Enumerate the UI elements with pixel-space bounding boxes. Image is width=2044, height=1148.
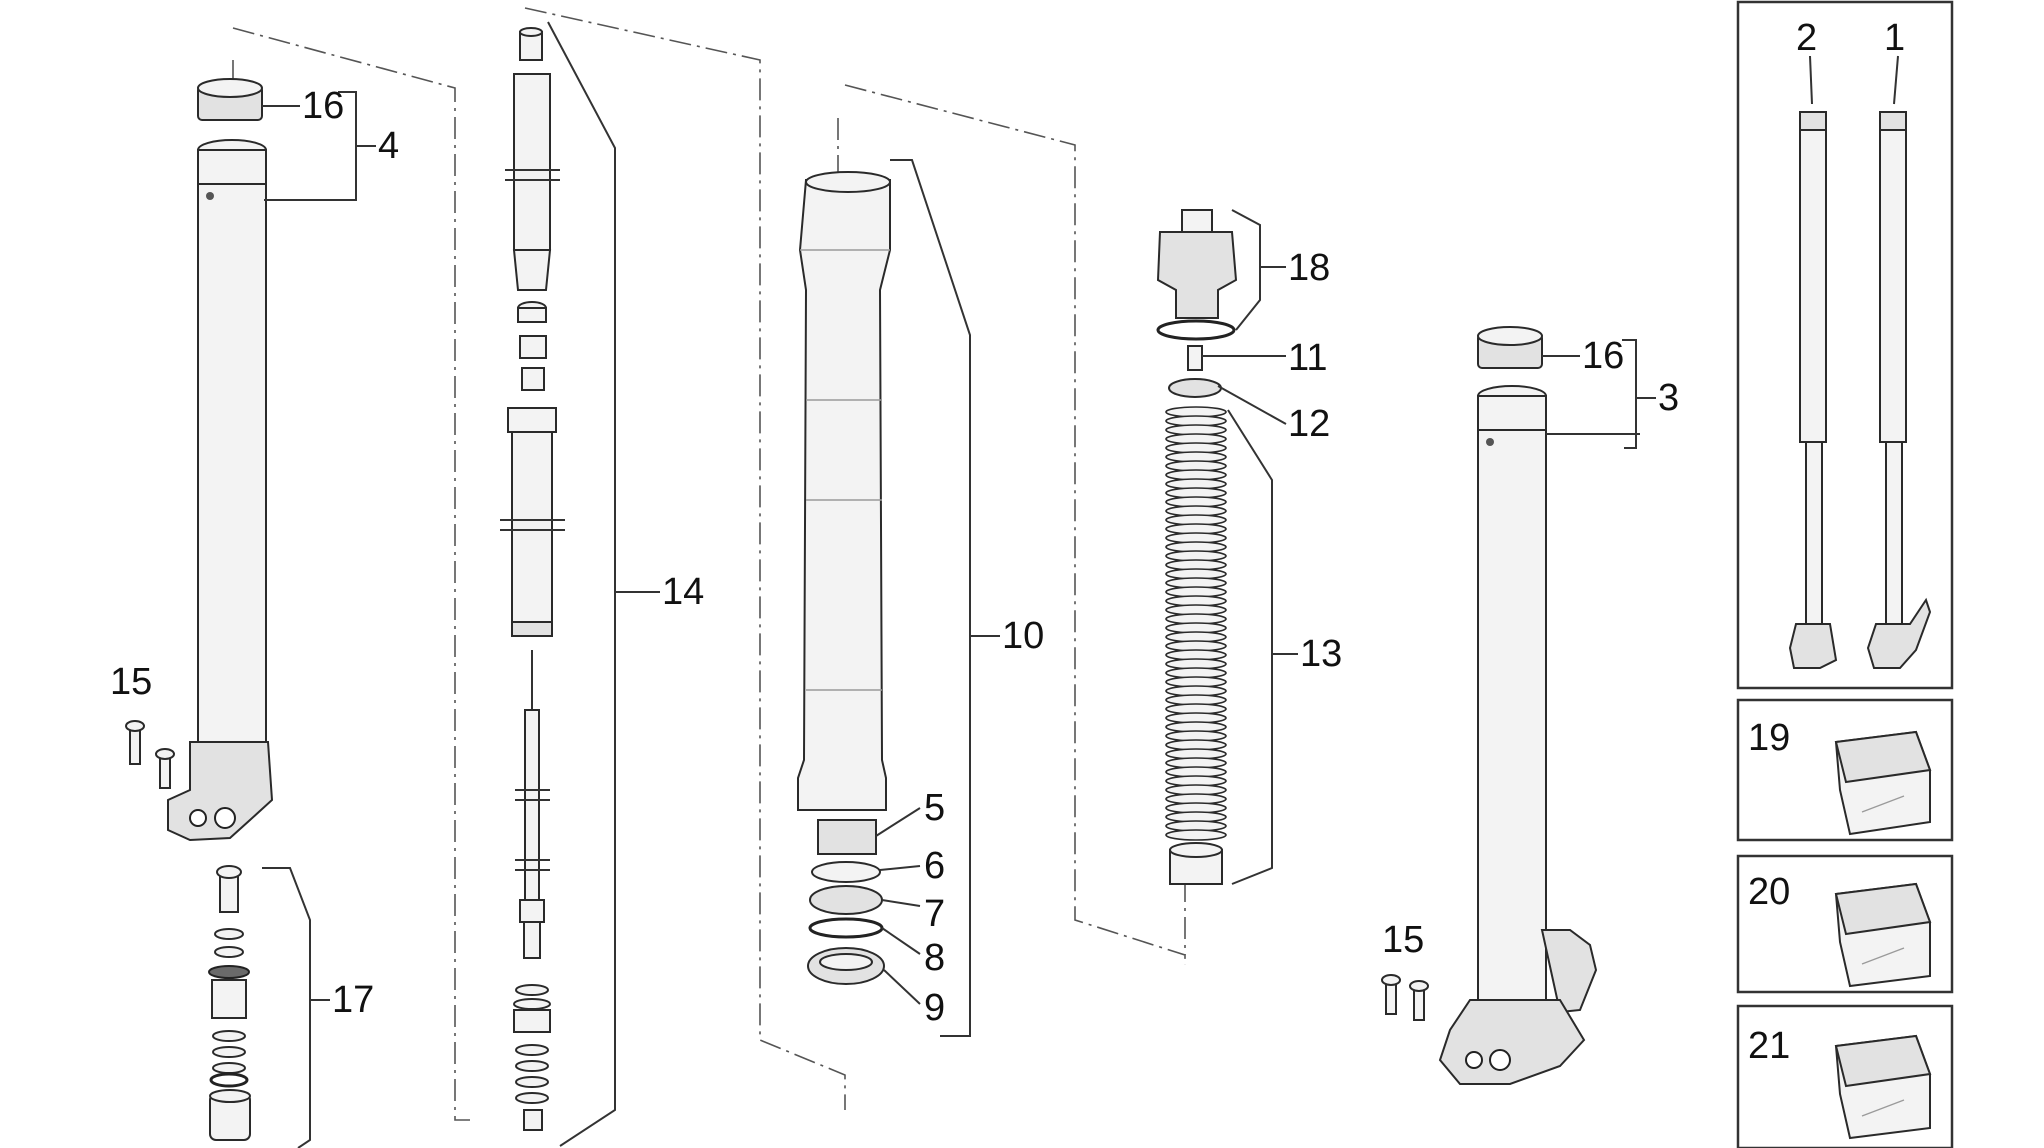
- washer-6: [811, 861, 881, 883]
- left-fork-tube-assembly: [125, 78, 274, 842]
- callout-7: 7: [924, 893, 945, 935]
- callout-13: 13: [1300, 633, 1342, 675]
- callout-16b: 16: [1582, 335, 1624, 377]
- seal-7: [809, 885, 883, 915]
- complete-forks-box: [1736, 0, 1954, 690]
- callout-17: 17: [332, 979, 374, 1021]
- bushing-5: [817, 819, 877, 855]
- valve-11: [1187, 345, 1203, 371]
- callout-11: 11: [1288, 337, 1327, 379]
- bag-icon-20: [1834, 882, 1932, 988]
- callout-8: 8: [924, 937, 945, 979]
- callout-18: 18: [1288, 247, 1330, 289]
- callout-16a: 16: [302, 85, 344, 127]
- clip-8: [808, 917, 884, 939]
- bag-icon-21: [1834, 1034, 1932, 1140]
- right-upper-tube: [1477, 395, 1547, 1001]
- leader-lines: [262, 21, 1656, 1148]
- callout-19: 19: [1748, 717, 1790, 759]
- assembly-outlines: [232, 7, 1186, 1121]
- callout-15a: 15: [110, 661, 152, 703]
- outer-slider-10: [797, 179, 891, 811]
- callout-4: 4: [378, 125, 399, 167]
- callout-21: 21: [1748, 1025, 1790, 1067]
- damper-cartridge-assembly: [500, 27, 565, 1131]
- spring-coil: [1165, 829, 1227, 841]
- callout-5: 5: [924, 787, 945, 829]
- callout-3: 3: [1658, 377, 1679, 419]
- plate-12: [1168, 378, 1222, 398]
- top-cap-18: [1156, 231, 1238, 319]
- reference-panel: [1736, 0, 1954, 1148]
- spring-assembly: [1156, 209, 1238, 885]
- callout-labels: 16 4 15 17 14 10 5 6 7 8 9 18 11 12 13 1…: [110, 17, 1905, 1067]
- foot-valve-stack: [208, 865, 251, 1141]
- callout-20: 20: [1748, 871, 1790, 913]
- callout-12: 12: [1288, 403, 1330, 445]
- outer-slider-assembly: [797, 171, 891, 985]
- callout-9: 9: [924, 987, 945, 1029]
- o-ring-18: [1156, 319, 1236, 341]
- callout-2: 2: [1796, 17, 1817, 59]
- callout-10: 10: [1002, 615, 1044, 657]
- callout-6: 6: [924, 845, 945, 887]
- callout-1: 1: [1884, 17, 1905, 59]
- right-axle-foot: [1438, 999, 1586, 1085]
- right-fork-tube-assembly: [1381, 326, 1598, 1085]
- callout-14: 14: [662, 571, 704, 613]
- callout-15b: 15: [1382, 919, 1424, 961]
- fork-2-thumb: [1799, 111, 1827, 443]
- spring-13: [1165, 406, 1227, 841]
- bag-icon-19: [1834, 730, 1932, 836]
- left-upper-tube: [197, 149, 267, 743]
- fork-1-thumb: [1879, 111, 1907, 443]
